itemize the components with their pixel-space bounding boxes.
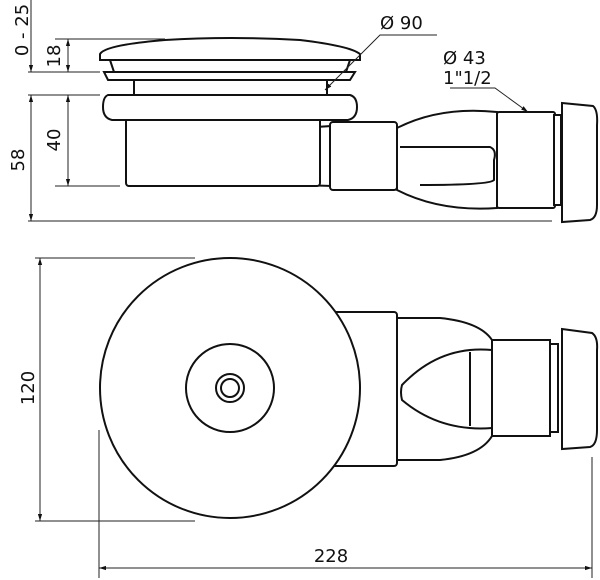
dimension-lines-top [35,257,593,578]
dimension-lines [28,0,552,222]
center-screw-inner [220,378,240,398]
cap-ring [102,71,357,81]
top-view: 120 228 [18,257,599,578]
dim-total-height-label: 58 [8,149,29,172]
drain-body [125,117,321,187]
outlet-pipe-top [329,311,599,467]
side-view: 0 - 25 18 40 58 Ø 90 Ø 43 1"1/2 [8,0,599,224]
dim-outlet-diameter-label: Ø 43 [443,48,486,69]
outlet-pipe [293,101,599,224]
dim-outlet-thread-label: 1"1/2 [443,68,492,89]
cap-center-disc [185,343,275,433]
dim-body-height-label: 40 [44,129,65,152]
dim-width-label: 120 [18,371,39,405]
dim-length-label: 228 [314,546,348,567]
dim-adjust-label: 0 - 25 [12,4,33,56]
body-flange [101,94,359,121]
center-screw-outer [215,373,245,403]
cap-neck [133,79,328,96]
dim-cap-height-label: 18 [44,45,65,68]
outlet-end-cap-top [561,327,599,451]
dim-cap-diameter-label: Ø 90 [380,13,423,34]
outlet-end-cap [561,101,599,224]
drain-cap [99,37,361,61]
drain-cap-top [99,257,361,519]
